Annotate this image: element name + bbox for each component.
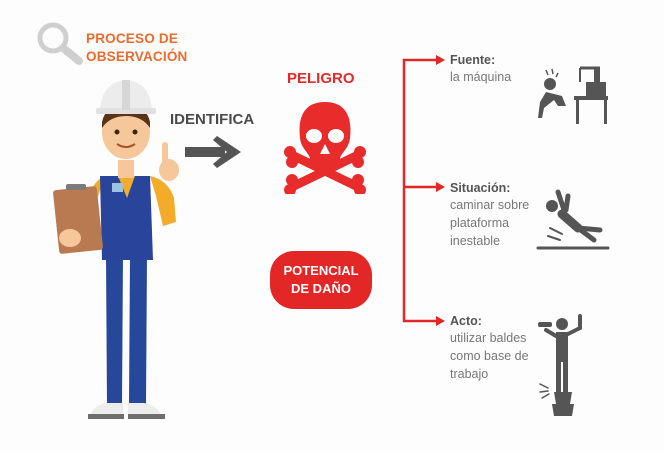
identifica-label: IDENTIFICA — [170, 111, 255, 128]
item-title: Fuente: — [450, 53, 496, 67]
title-line-2: OBSERVACIÓN — [86, 49, 188, 64]
list-item-fuente: Fuente: la máquina — [450, 52, 511, 86]
item-text: plataforma — [450, 216, 510, 230]
arrow-right-icon — [185, 136, 241, 168]
list-item-situacion: Situación: caminar sobre plataforma ines… — [450, 180, 529, 250]
page-title: PROCESO DE OBSERVACIÓN — [86, 30, 187, 66]
item-text: trabajo — [450, 367, 489, 381]
item-text: caminar sobre — [450, 198, 530, 212]
list-item-acto: Acto: utilizar baldes como base de traba… — [450, 313, 529, 383]
skull-crossbones-icon — [284, 102, 366, 194]
item-text: utilizar baldes — [450, 331, 527, 345]
item-text: inestable — [450, 234, 501, 248]
item-title: Acto: — [450, 314, 482, 328]
item-title: Situación: — [450, 181, 511, 195]
person-standing-on-buckets-icon — [538, 314, 582, 416]
item-text: la máquina — [450, 70, 512, 84]
worker-hit-by-machine-icon — [538, 66, 608, 124]
potential-damage-badge: POTENCIAL DE DAÑO — [270, 251, 372, 309]
connector-bracket — [402, 55, 445, 326]
magnifier-icon — [37, 22, 83, 65]
damage-line-1: POTENCIAL — [283, 263, 359, 278]
item-text: como base de — [450, 349, 529, 363]
person-slipping-icon — [536, 189, 610, 250]
worker-illustration — [53, 80, 179, 419]
title-line-1: PROCESO DE — [86, 31, 179, 46]
hazard-label: PELIGRO — [287, 70, 355, 87]
damage-line-2: DE DAÑO — [291, 281, 351, 296]
